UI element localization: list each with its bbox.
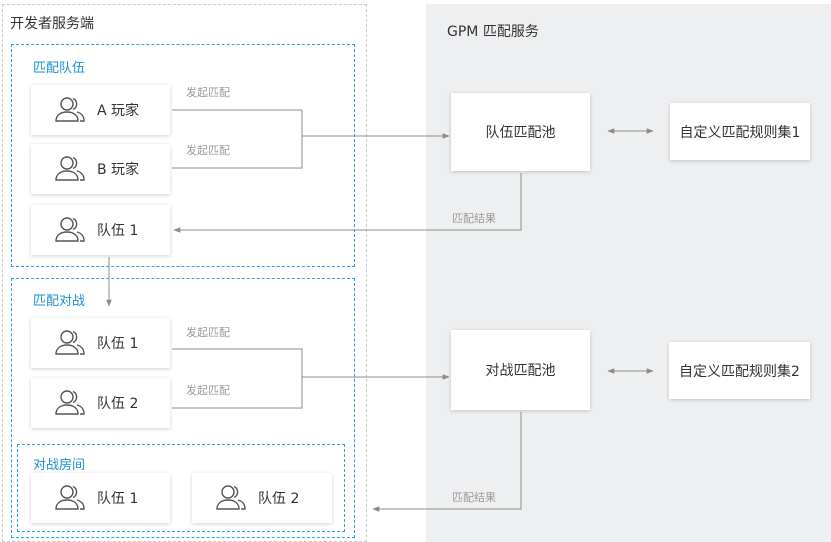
match-battle-group-title: 匹配对战 bbox=[33, 294, 86, 309]
battle-room-group bbox=[17, 444, 345, 532]
match-battle-group bbox=[11, 278, 355, 538]
player-a-card: A 玩家 bbox=[31, 85, 170, 135]
team-result-arrow bbox=[173, 173, 522, 233]
battle-result-arrow bbox=[372, 412, 522, 512]
developer-server-title: 开发者服务端 bbox=[10, 16, 94, 32]
battle-match-pool: 对战匹配池 bbox=[451, 330, 590, 410]
player-b-card: B 玩家 bbox=[31, 144, 170, 194]
result-label-2: 匹配结果 bbox=[452, 491, 496, 504]
team-1-result-label: 队伍 1 bbox=[97, 223, 139, 239]
room-team-2-label: 队伍 2 bbox=[258, 491, 300, 507]
request-label-team-2: 发起匹配 bbox=[186, 384, 230, 397]
match-team-group-title: 匹配队伍 bbox=[33, 61, 86, 76]
users-icon bbox=[53, 388, 87, 418]
team-match-pool: 队伍匹配池 bbox=[451, 93, 590, 171]
battle-team-connector bbox=[172, 348, 303, 409]
request-label-team-1: 发起匹配 bbox=[186, 326, 230, 339]
battle-team-2-card: 队伍 2 bbox=[31, 378, 170, 428]
room-team-1-card: 队伍 1 bbox=[31, 473, 170, 523]
battle-team-1-card: 队伍 1 bbox=[31, 318, 170, 368]
battle-room-group-title: 对战房间 bbox=[33, 458, 86, 473]
custom-rule-set-2: 自定义匹配规则集2 bbox=[669, 342, 810, 399]
users-icon bbox=[53, 215, 87, 245]
match-team-group bbox=[11, 44, 355, 267]
users-icon bbox=[53, 154, 87, 184]
battle-team-1-label: 队伍 1 bbox=[97, 336, 139, 352]
room-team-2-card: 队伍 2 bbox=[192, 473, 332, 523]
request-label-b: 发起匹配 bbox=[186, 144, 230, 157]
result-label-1: 匹配结果 bbox=[452, 212, 496, 225]
users-icon bbox=[53, 328, 87, 358]
player-a-connector bbox=[172, 109, 303, 169]
gpm-service-title: GPM 匹配服务 bbox=[447, 24, 539, 40]
request-label-a: 发起匹配 bbox=[186, 86, 230, 99]
custom-rule-set-1: 自定义匹配规则集1 bbox=[670, 103, 810, 160]
room-team-1-label: 队伍 1 bbox=[97, 491, 139, 507]
player-a-label: A 玩家 bbox=[97, 103, 140, 119]
users-icon bbox=[214, 483, 248, 513]
team-1-result-card: 队伍 1 bbox=[31, 205, 170, 255]
users-icon bbox=[53, 95, 87, 125]
users-icon bbox=[53, 483, 87, 513]
battle-team-2-label: 队伍 2 bbox=[97, 396, 139, 412]
player-b-label: B 玩家 bbox=[97, 162, 140, 178]
